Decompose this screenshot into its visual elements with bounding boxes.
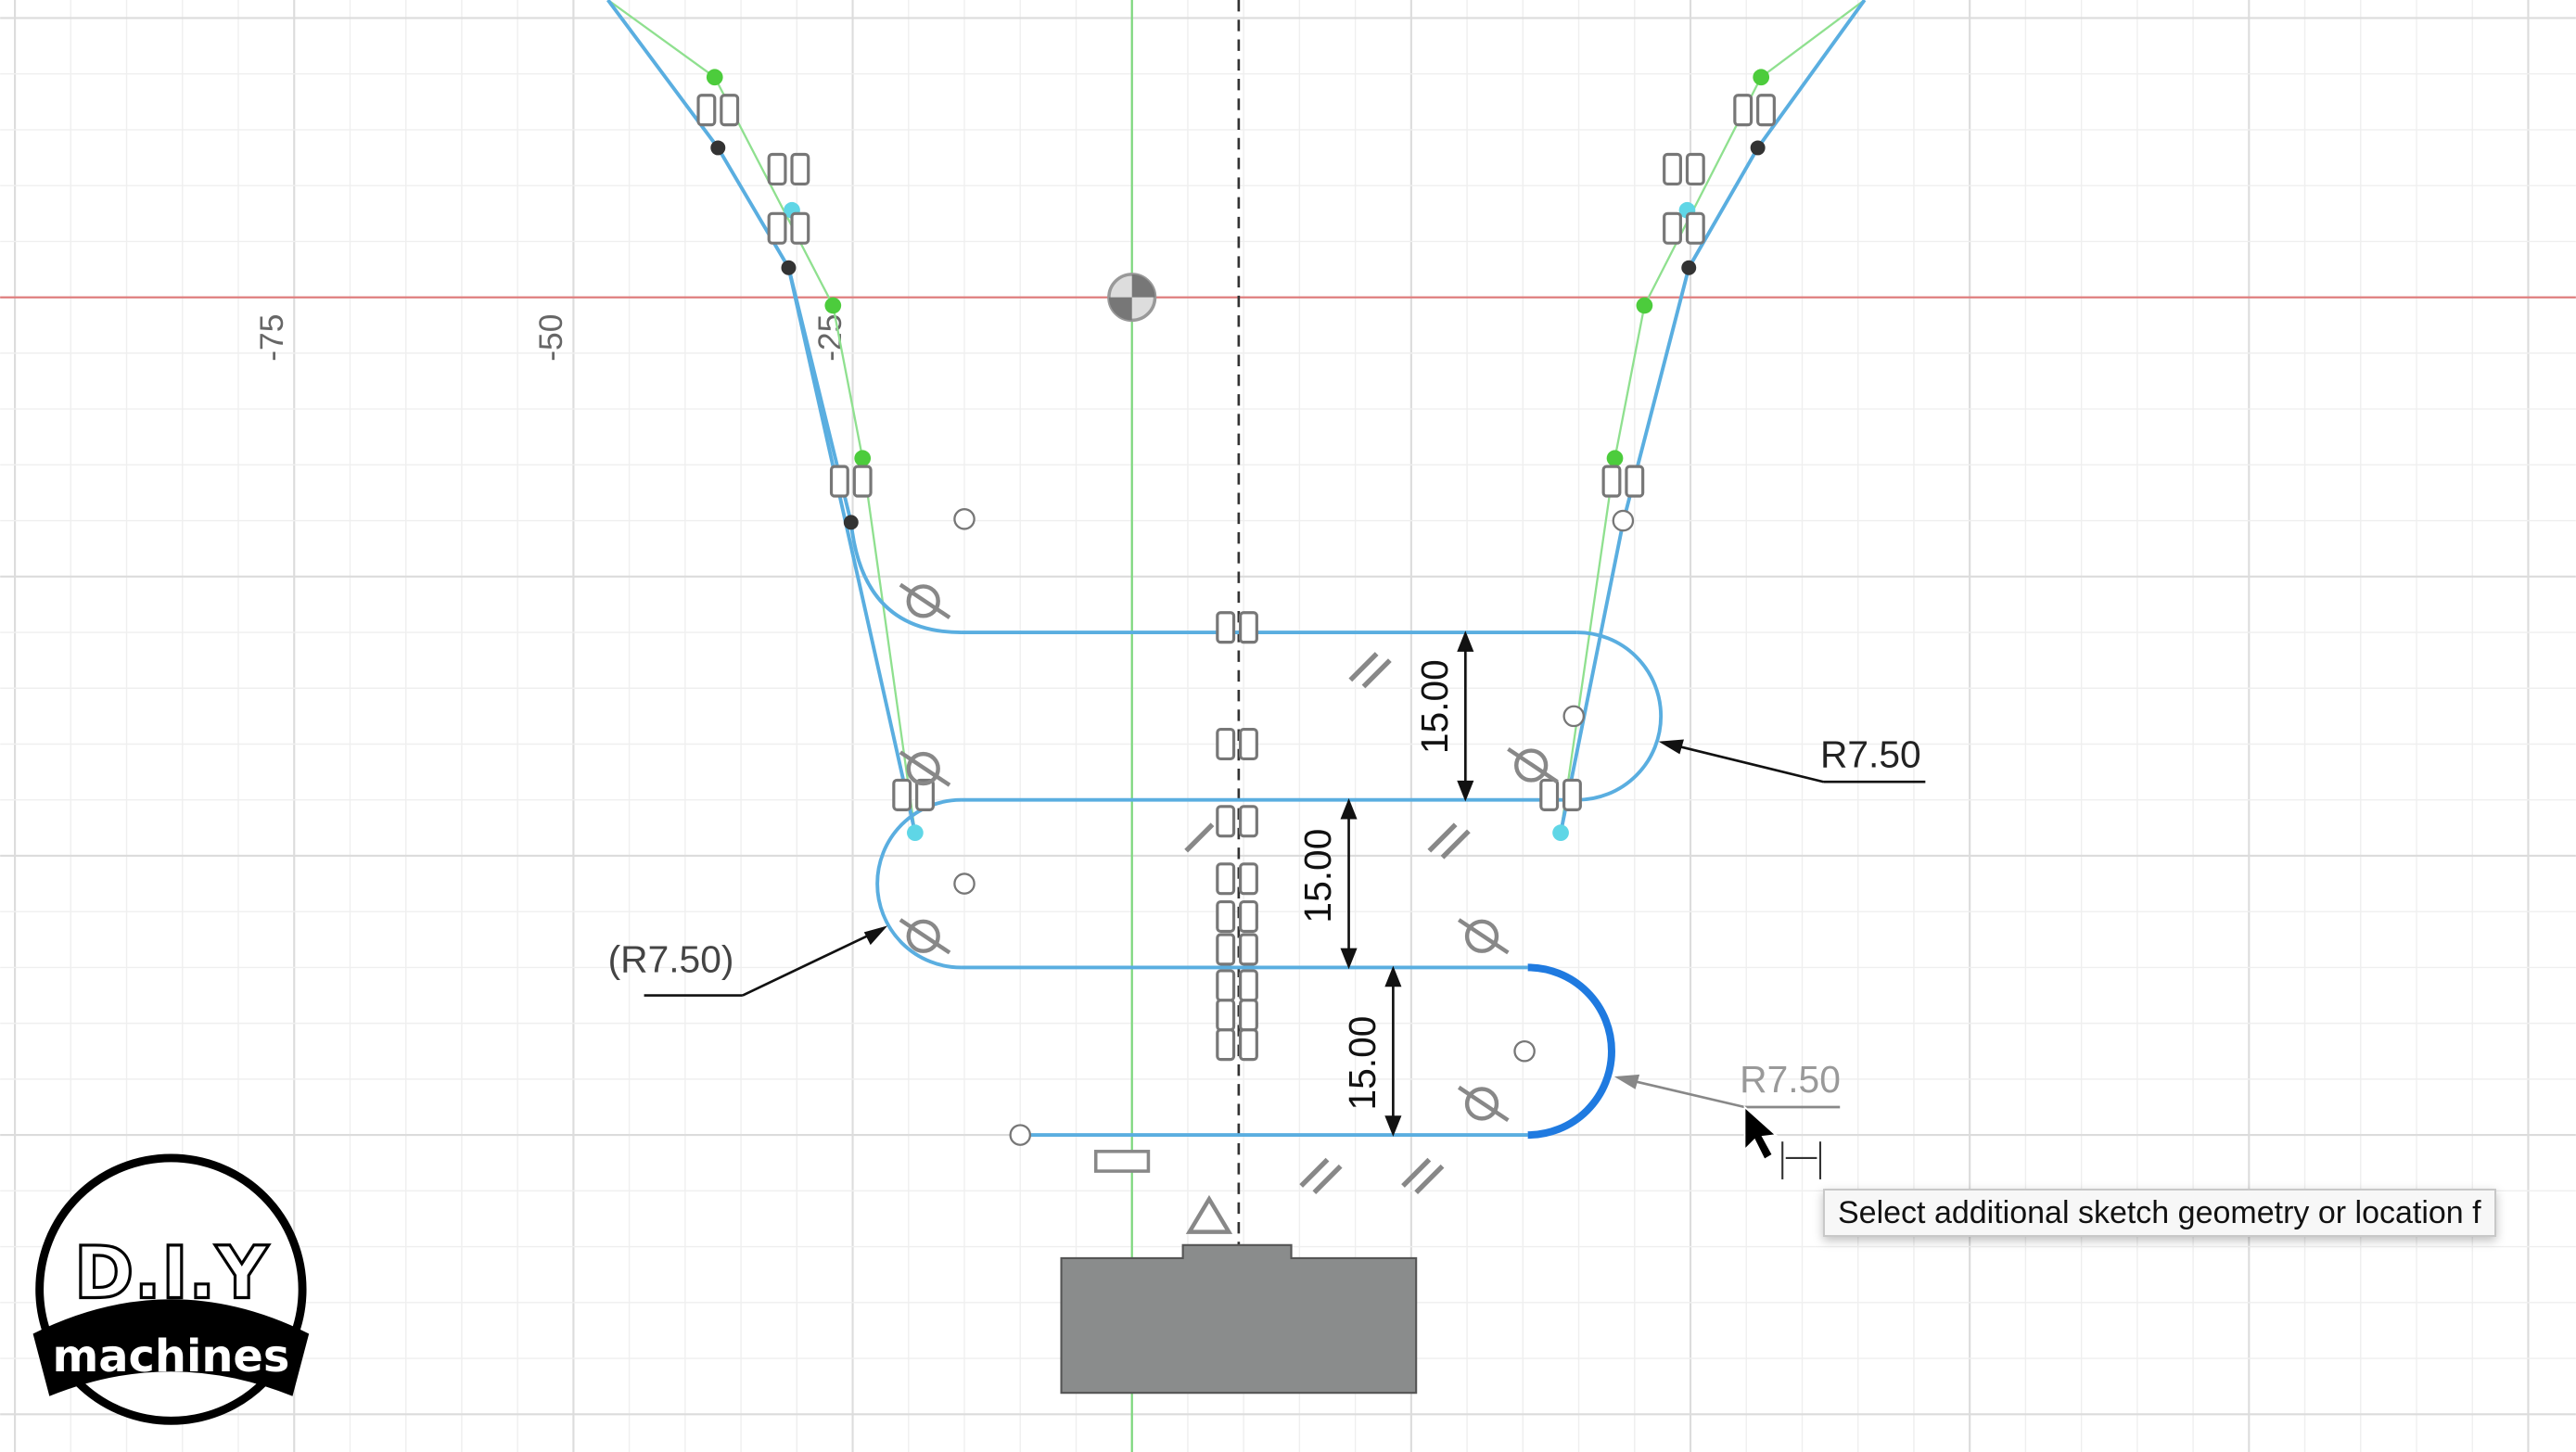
diy-machines-logo: D.I.Y machines: [32, 1153, 310, 1425]
dimension-value[interactable]: 15.00: [1341, 1016, 1384, 1111]
tangent-constraint-icon[interactable]: [899, 582, 1559, 1123]
sketch-points[interactable]: [706, 69, 1770, 1146]
horizontal-dimension-cursor-icon: [1781, 1141, 1822, 1179]
left-line: [786, 267, 917, 834]
parallel-constraint-icon[interactable]: [1184, 652, 1471, 1194]
origin-icon[interactable]: [1107, 273, 1157, 323]
tooltip: Select additional sketch geometry or loc…: [1823, 1189, 2496, 1237]
coincident-constraint-icon[interactable]: [696, 94, 1776, 1062]
cursor-arrow-icon: [1743, 1105, 1779, 1161]
horizontal-constraint-icon[interactable]: [1093, 1150, 1233, 1234]
slot-arc-right-top: [1576, 630, 1664, 802]
axis-tick-label: -75: [253, 314, 290, 362]
axis-tick-label: -50: [532, 314, 569, 362]
dimension-value[interactable]: 15.00: [1296, 829, 1339, 923]
reference-radius-dimension[interactable]: (R7.50): [608, 938, 734, 981]
slot-arc-left: [875, 797, 962, 970]
right-spline: [1621, 0, 1867, 523]
dimension-lines[interactable]: [644, 630, 1926, 1137]
selected-arc[interactable]: [1527, 963, 1615, 1140]
left-spline: [606, 0, 853, 523]
active-radius-dimension[interactable]: R7.50: [1740, 1058, 1841, 1101]
active-dimension-leader[interactable]: [1613, 1074, 1841, 1109]
svg-text:machines: machines: [52, 1331, 289, 1382]
dimension-value[interactable]: 15.00: [1413, 659, 1456, 754]
solid-body[interactable]: [1060, 1243, 1418, 1395]
radius-dimension[interactable]: R7.50: [1820, 732, 1921, 775]
left-fillet: [848, 522, 962, 634]
